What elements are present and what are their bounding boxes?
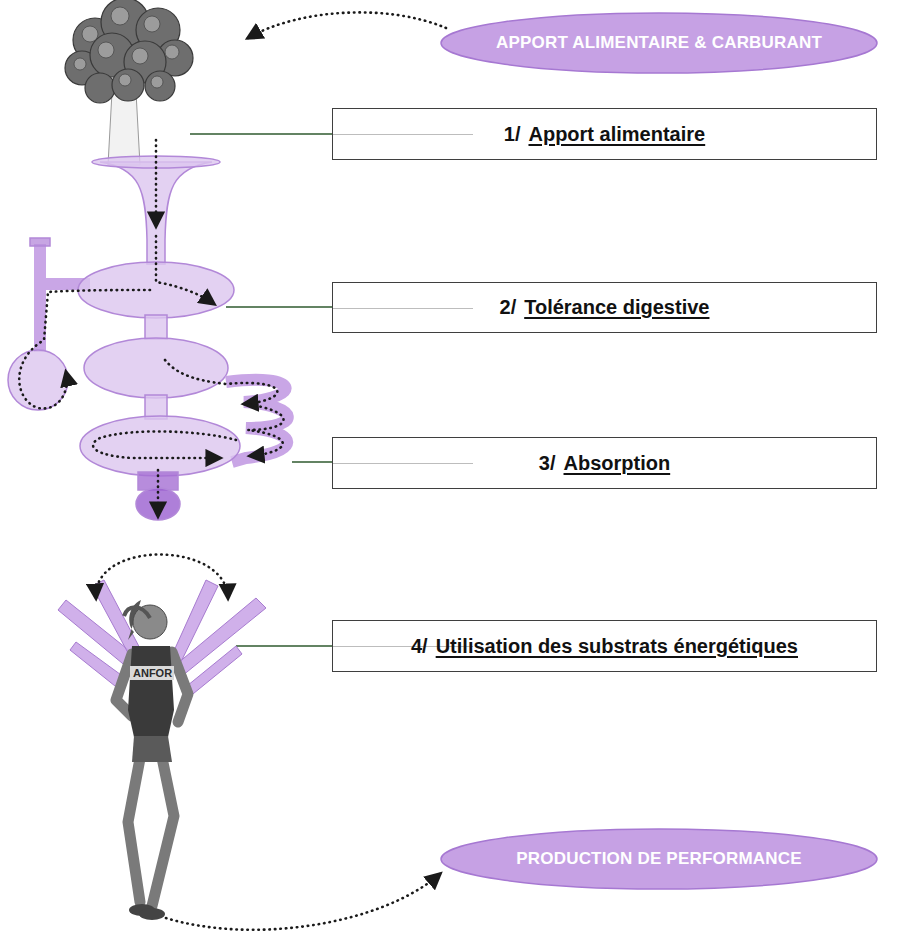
step-box: 3/Absorption (332, 437, 877, 489)
runner-illustration (132, 736, 172, 762)
leader-line (292, 461, 332, 462)
step-title: Absorption (564, 452, 671, 475)
broccoli-illustration (108, 92, 140, 165)
runner-illustration (152, 748, 174, 906)
broccoli-illustration (144, 16, 160, 32)
flow-path (93, 431, 236, 458)
digestive-glassware (84, 338, 228, 398)
stage-title: PRODUCTION DE PERFORMANCE (516, 849, 802, 869)
leader-line (236, 645, 332, 646)
broccoli-illustration (98, 42, 114, 58)
step-number: 1/ (504, 123, 521, 146)
step-box: 4/Utilisation des substrats énergétiques (332, 620, 877, 672)
digestive-glassware (145, 315, 167, 339)
step-number: 4/ (411, 635, 428, 658)
flow-path (244, 404, 284, 456)
runner-illustration (139, 908, 165, 920)
flow-arrow (166, 874, 440, 930)
runner-illustration (130, 666, 174, 680)
step-number: 3/ (539, 452, 556, 475)
broccoli-illustration (82, 26, 98, 42)
runner-illustration (128, 646, 174, 746)
step-box: 1/Apport alimentaire (332, 108, 877, 160)
step-title: Apport alimentaire (528, 123, 705, 146)
runner-illustration (124, 607, 150, 618)
digestive-glassware (30, 238, 50, 246)
step-title: Tolérance digestive (524, 296, 709, 319)
flow-path (156, 236, 214, 304)
broccoli-illustration (74, 58, 86, 70)
flow-path (165, 360, 277, 404)
digestive-glassware (8, 156, 288, 520)
broccoli-illustration (165, 45, 179, 59)
flow-path (157, 470, 160, 516)
step-number: 2/ (500, 296, 517, 319)
flow-arrow (248, 12, 446, 38)
stage-ellipse: APPORT ALIMENTAIRE & CARBURANT (440, 12, 878, 74)
leader-line (333, 463, 473, 464)
step-title: Utilisation des substrats énergétiques (436, 635, 798, 658)
broccoli-illustration (85, 73, 115, 103)
flow-arrow (96, 555, 228, 599)
runner-illustration (172, 652, 188, 722)
leader-line (226, 306, 332, 307)
runner-illustration (128, 748, 142, 902)
leader-line (190, 133, 332, 134)
leader-line (190, 134, 332, 646)
flow-path (19, 290, 150, 408)
shirt-text: ANFOR (133, 667, 172, 679)
ellipse-shape (441, 829, 877, 889)
broccoli-illustration (111, 7, 129, 25)
broccoli-illustration (151, 76, 163, 88)
broccoli-illustration (74, 7, 179, 88)
broccoli-illustration (65, 0, 193, 165)
broccoli-illustration (112, 69, 144, 101)
broccoli-illustration (65, 0, 193, 103)
runner-illustration (133, 605, 167, 639)
broccoli-illustration (145, 71, 175, 101)
digestive-glassware (80, 416, 240, 476)
stage-title: APPORT ALIMENTAIRE & CARBURANT (496, 33, 822, 53)
digestive-glassware (34, 244, 46, 352)
stage-ellipse: PRODUCTION DE PERFORMANCE (440, 828, 878, 890)
leader-line (333, 134, 473, 135)
broccoli-illustration (132, 48, 148, 64)
leader-line (333, 308, 473, 309)
step-box: 2/Tolérance digestive (332, 282, 877, 333)
flow-path (19, 140, 283, 516)
flow-path (155, 140, 158, 226)
ellipse-shape (441, 13, 877, 73)
runner-illustration (116, 600, 188, 920)
broccoli-illustration (119, 74, 131, 86)
